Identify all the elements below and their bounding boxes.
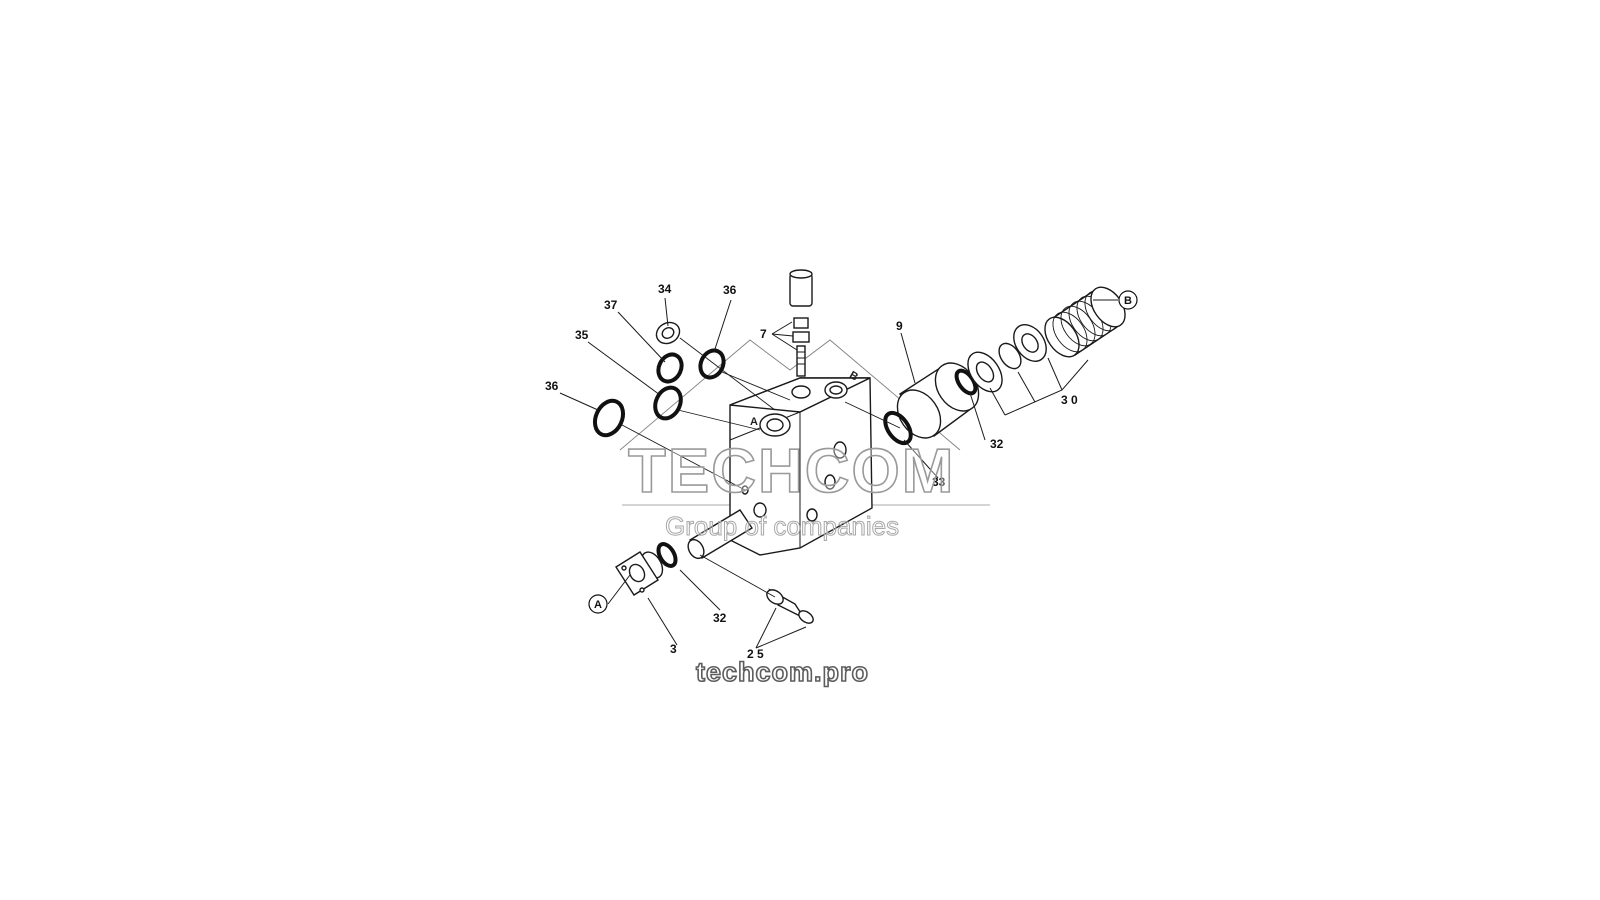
connector-b-label: B bbox=[1124, 295, 1132, 307]
part-9-cylinder bbox=[896, 362, 980, 439]
callout-32-right: 32 bbox=[990, 437, 1004, 451]
callout-numbers: 34 37 36 35 36 7 9 3 0 32 33 32 3 2 5 bbox=[545, 282, 1078, 661]
connector-a-label: A bbox=[594, 599, 602, 611]
spool-shaft bbox=[687, 509, 753, 560]
valve-body bbox=[729, 377, 873, 556]
callout-7: 7 bbox=[760, 327, 767, 341]
connector-a-marker: A bbox=[588, 594, 608, 614]
part-33-oring bbox=[883, 410, 913, 446]
watermark-brand: TECHCOM bbox=[628, 437, 955, 506]
part-34-washer bbox=[655, 321, 681, 345]
callout-3: 3 bbox=[670, 642, 677, 656]
callout-30: 3 0 bbox=[1061, 393, 1078, 407]
part-36-oring-top bbox=[698, 348, 726, 380]
callout-35: 35 bbox=[575, 328, 589, 342]
connector-b-marker: B bbox=[1118, 290, 1138, 310]
part-25-plug bbox=[766, 588, 814, 624]
port-mark-a: A bbox=[750, 416, 758, 428]
callout-36-left: 36 bbox=[545, 379, 559, 393]
part-35-oring bbox=[653, 385, 683, 421]
callout-25: 2 5 bbox=[747, 647, 764, 661]
part-32-oring-bottom bbox=[656, 542, 678, 568]
callout-9: 9 bbox=[896, 319, 903, 333]
part-3-flange bbox=[615, 551, 664, 596]
leader-lines bbox=[559, 297, 1118, 649]
callout-36-top: 36 bbox=[723, 283, 737, 297]
watermark-tagline: Group of companies bbox=[665, 511, 899, 541]
callout-37: 37 bbox=[604, 298, 618, 312]
part-7-fitting bbox=[789, 269, 813, 399]
part-36-oring-left bbox=[592, 398, 626, 438]
callout-32-bottom: 32 bbox=[713, 611, 727, 625]
watermark-url: techcom.pro bbox=[696, 657, 869, 687]
part-37-oring bbox=[656, 352, 684, 384]
part-30-spring-assembly bbox=[967, 286, 1126, 393]
callout-34: 34 bbox=[658, 282, 672, 296]
callout-33: 33 bbox=[932, 475, 946, 489]
